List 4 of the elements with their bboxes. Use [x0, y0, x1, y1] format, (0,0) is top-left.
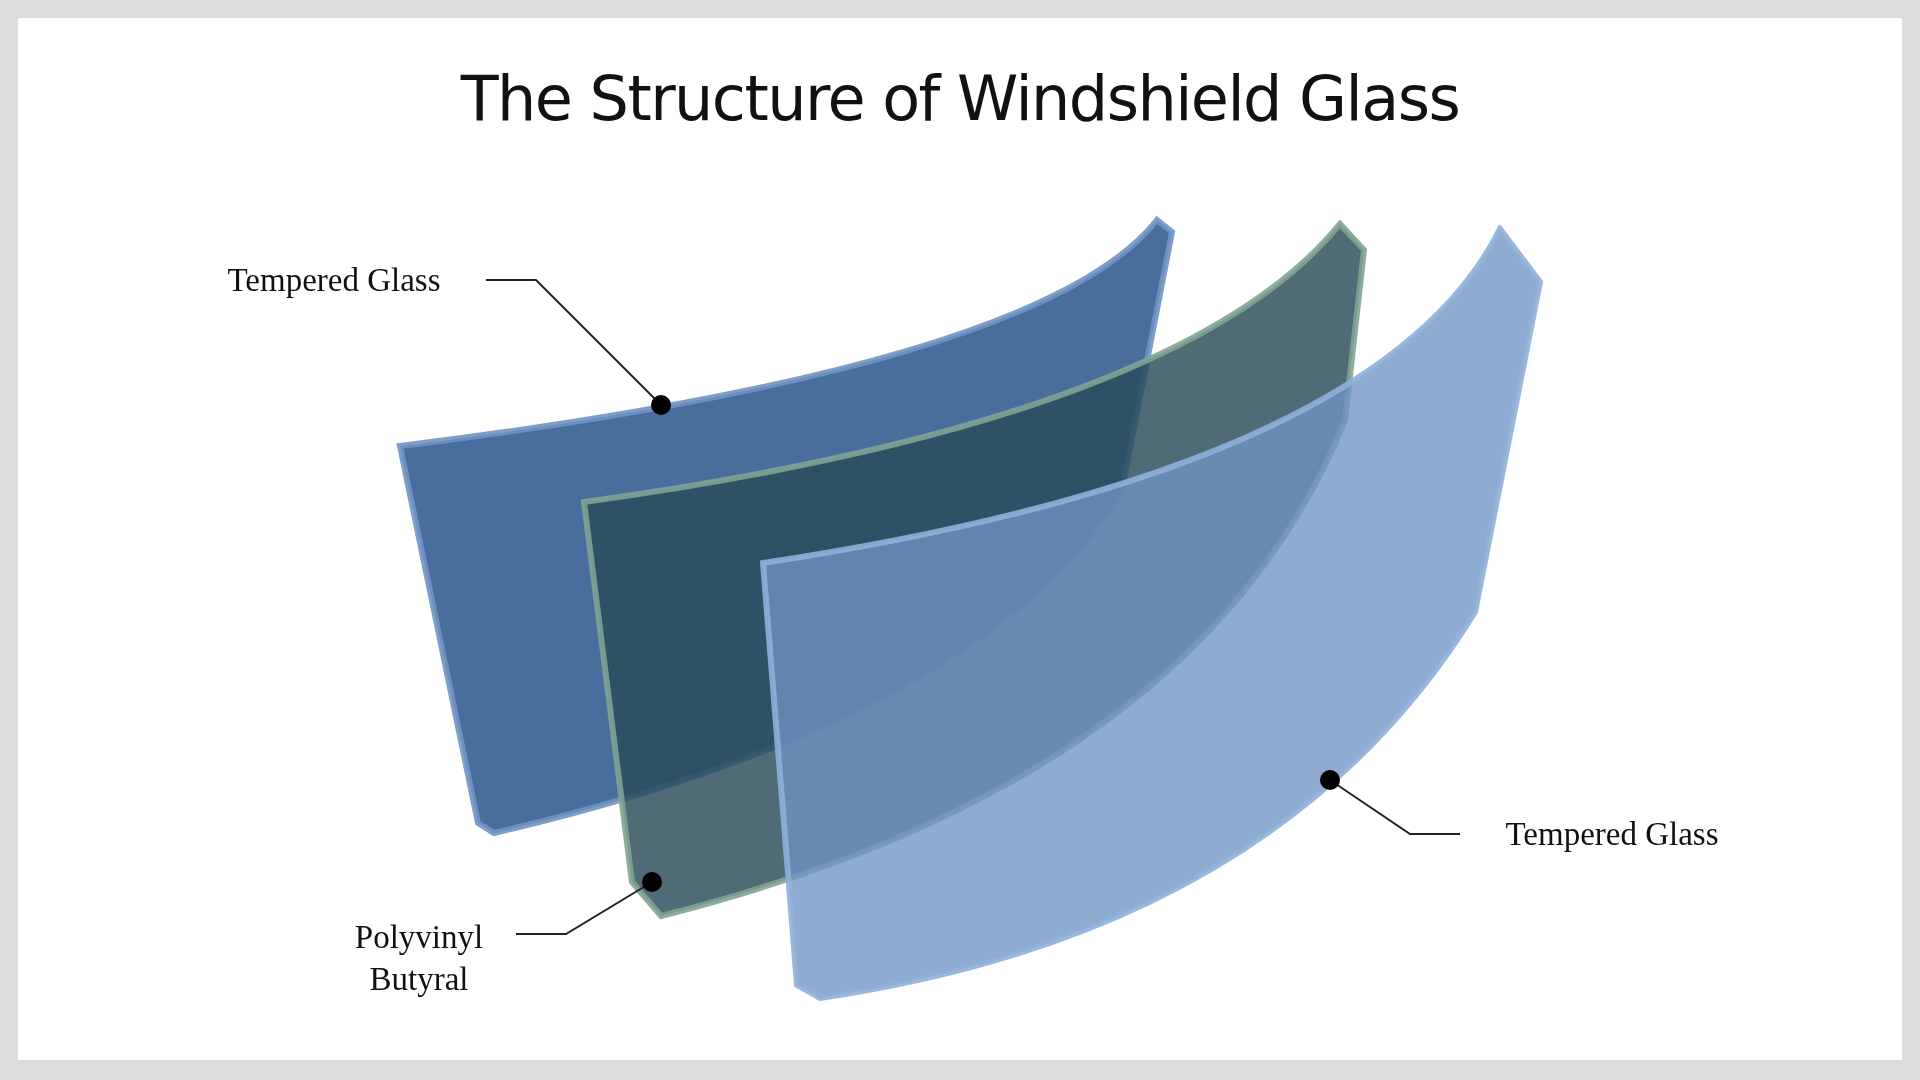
part-label: Tempered Glass — [1505, 815, 1719, 854]
diagram-title: The Structure of Windshield Glass — [459, 61, 1461, 137]
part-label: Tempered Glass — [227, 261, 441, 300]
part-label: Polyvinyl Butyral — [353, 918, 485, 999]
